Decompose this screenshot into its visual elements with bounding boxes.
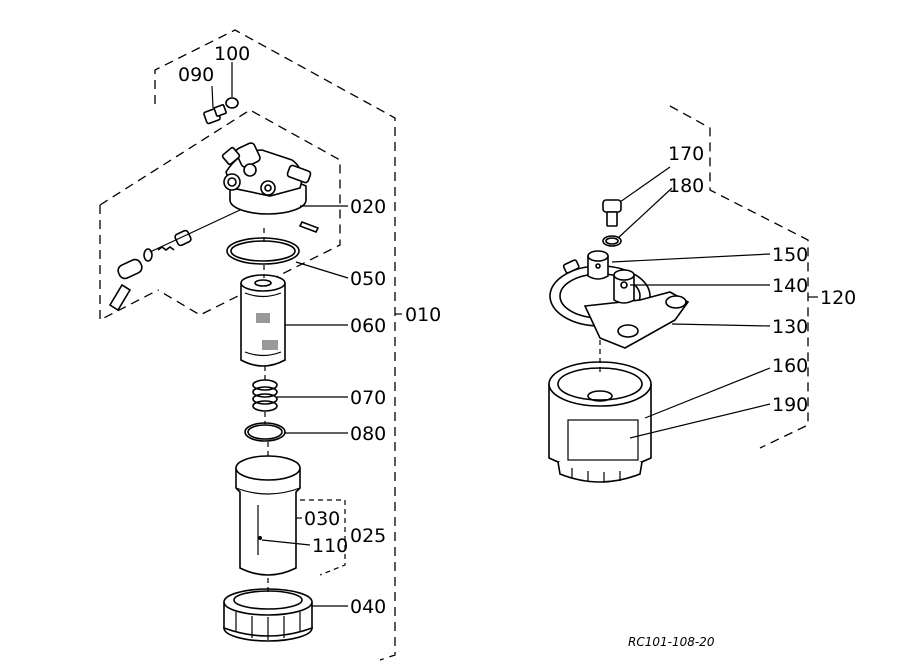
part-washer-100 <box>225 97 239 109</box>
group-bracket-025 <box>300 499 346 576</box>
part-filter-cartridge-160 <box>548 361 652 483</box>
part-filter-head-130 <box>549 250 690 349</box>
reference-code: RC101-108-20 <box>628 635 715 649</box>
part-bolt-170 <box>602 199 622 227</box>
group-bracket-120 <box>669 105 818 449</box>
callout-040: 040 <box>350 596 386 618</box>
part-o-ring-050 <box>226 237 300 265</box>
callout-180: 180 <box>668 175 704 197</box>
part-ring-nut-040 <box>223 588 313 642</box>
callout-190: 190 <box>772 394 808 416</box>
callout-150: 150 <box>772 244 808 266</box>
callout-080: 080 <box>350 423 386 445</box>
callout-130: 130 <box>772 316 808 338</box>
group-bracket-010 <box>154 29 396 661</box>
group-bracket-020 <box>99 109 341 322</box>
part-spring-070 <box>252 379 278 412</box>
leader-lines-left <box>211 62 402 607</box>
part-washer-180 <box>602 235 622 247</box>
part-filter-head-020 <box>221 142 320 234</box>
part-o-ring-080 <box>244 422 286 442</box>
callout-020: 020 <box>350 196 386 218</box>
part-bolt-090 <box>203 104 227 125</box>
callout-100: 100 <box>214 43 250 65</box>
callout-070: 070 <box>350 387 386 409</box>
callout-060: 060 <box>350 315 386 337</box>
callout-170: 170 <box>668 143 704 165</box>
callout-140: 140 <box>772 275 808 297</box>
callout-025: 025 <box>350 525 386 547</box>
part-cup-030 <box>235 455 301 576</box>
callout-120: 120 <box>820 287 856 309</box>
callout-160: 160 <box>772 355 808 377</box>
callout-110: 110 <box>312 535 348 557</box>
part-filter-element-060 <box>240 274 286 367</box>
callout-010: 010 <box>405 304 441 326</box>
part-cock-lever <box>108 209 241 312</box>
callout-050: 050 <box>350 268 386 290</box>
callout-090: 090 <box>178 64 214 86</box>
leader-lines-right <box>611 166 771 439</box>
assembly-axis-left <box>263 228 269 592</box>
callout-030: 030 <box>304 508 340 530</box>
